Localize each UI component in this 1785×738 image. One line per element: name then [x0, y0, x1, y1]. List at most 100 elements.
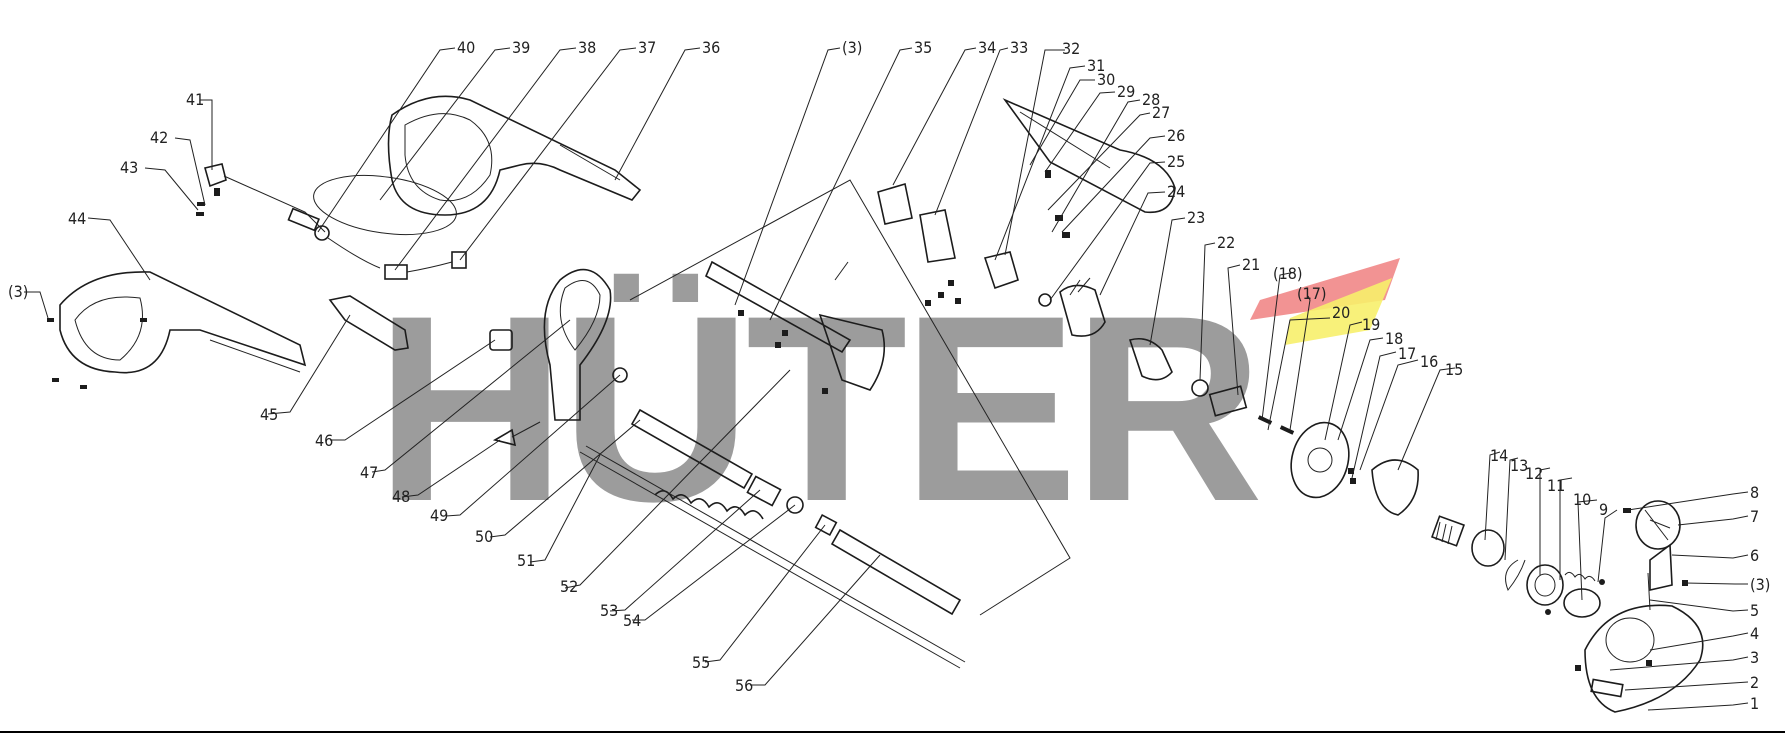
- bracket-6: [1649, 543, 1673, 592]
- armature-23: [1128, 337, 1173, 381]
- callout-18b: (18): [1273, 264, 1303, 283]
- callout-47: 47: [360, 463, 378, 482]
- callout-52: 52: [560, 577, 578, 596]
- callout-17b: (17): [1297, 284, 1327, 303]
- callout-50: 50: [475, 527, 493, 546]
- trigger-plate-38: [313, 175, 457, 235]
- trigger-45: [328, 295, 409, 351]
- callout-8: 8: [1750, 483, 1759, 502]
- blade-2: [1590, 678, 1624, 698]
- callout-44: 44: [68, 209, 86, 228]
- callout-33: 33: [1010, 38, 1028, 57]
- callout-41: 41: [186, 90, 204, 109]
- callout-42: 42: [150, 128, 168, 147]
- callout-22: 22: [1217, 233, 1235, 252]
- washer-54: [786, 496, 804, 514]
- callout-48: 48: [392, 487, 410, 506]
- logo-accent-yellow: [1285, 278, 1392, 345]
- handle-half-36: [387, 95, 642, 216]
- parts-motor-group: [877, 98, 1605, 618]
- bracket-32: [983, 251, 1019, 290]
- callout-24: 24: [1167, 182, 1185, 201]
- tube-assembly-frame: [629, 179, 1071, 616]
- callout-29: 29: [1117, 82, 1135, 101]
- outer-tube-56: [830, 528, 962, 616]
- callout-54: 54: [623, 611, 641, 630]
- upper-tube-35: [704, 260, 852, 354]
- spool-11: [1526, 564, 1564, 606]
- callout-40: 40: [457, 38, 475, 57]
- spring-53: [654, 490, 764, 520]
- bolt-48: [492, 428, 517, 447]
- callout-39: 39: [512, 38, 530, 57]
- callout-56: 56: [735, 676, 753, 695]
- callout-2: 2: [1750, 673, 1759, 692]
- callout-11: 11: [1547, 476, 1565, 495]
- end-plate-19: [1290, 421, 1350, 499]
- callout-13: 13: [1510, 456, 1528, 475]
- callout-labels: 1 2 3 4 5 (3) 6 7 8 9 10 11 12 13 14 15 …: [8, 38, 1770, 713]
- callout-18: 18: [1385, 329, 1403, 348]
- callout-7: 7: [1750, 507, 1759, 526]
- callout-3c: (3): [842, 38, 862, 57]
- callout-9: 9: [1599, 500, 1608, 519]
- brush-holder-21: [1208, 385, 1248, 417]
- callout-19: 19: [1362, 315, 1380, 334]
- callout-25: 25: [1167, 152, 1185, 171]
- bearing-25: [1038, 293, 1052, 307]
- parts-left-group: [47, 95, 642, 389]
- callout-21: 21: [1242, 255, 1260, 274]
- callout-12: 12: [1525, 464, 1543, 483]
- coupling-52: [746, 475, 782, 507]
- callout-6: 6: [1750, 546, 1759, 565]
- callout-23: 23: [1187, 208, 1205, 227]
- ring-13: [1471, 529, 1505, 567]
- logo-accent-shapes: [1250, 258, 1400, 345]
- field-coil-24: [1059, 284, 1106, 337]
- tube-33: [919, 209, 956, 263]
- gear-14: [1430, 515, 1466, 547]
- callout-17: 17: [1398, 344, 1416, 363]
- screws-44: [47, 318, 147, 389]
- callout-14: 14: [1490, 446, 1508, 465]
- nut-49: [612, 367, 628, 383]
- flex-cable-51: [579, 451, 961, 669]
- callout-1: 1: [1750, 694, 1759, 713]
- loop-handle-47: [543, 268, 612, 421]
- callout-31: 31: [1087, 56, 1105, 75]
- callout-4: 4: [1750, 624, 1759, 643]
- housing-half-26: [1002, 98, 1176, 214]
- callout-leaders: [24, 47, 1749, 711]
- callout-30: 30: [1097, 70, 1115, 89]
- spring-10: [1564, 571, 1596, 582]
- inner-tube-50: [630, 408, 754, 490]
- callout-43: 43: [120, 158, 138, 177]
- housing-half-34: [818, 313, 886, 391]
- callout-55: 55: [692, 653, 710, 672]
- callout-32: 32: [1062, 39, 1080, 58]
- callout-3b: (3): [1750, 575, 1770, 594]
- callout-53: 53: [600, 601, 618, 620]
- callout-36: 36: [702, 38, 720, 57]
- cord-sleeve: [287, 207, 320, 232]
- parts-middle-group: [489, 179, 1071, 669]
- plug-41: [204, 163, 227, 188]
- callout-28: 28: [1142, 90, 1160, 109]
- callout-3d: (3): [8, 282, 28, 301]
- callout-3: 3: [1750, 648, 1759, 667]
- logo-accent-red: [1250, 258, 1400, 320]
- callout-37: 37: [638, 38, 656, 57]
- knob-46: [489, 329, 513, 351]
- callout-5: 5: [1750, 601, 1759, 620]
- callout-10: 10: [1573, 490, 1591, 509]
- callout-27: 27: [1152, 103, 1170, 122]
- callout-15: 15: [1445, 360, 1463, 379]
- callout-46: 46: [315, 431, 333, 450]
- callout-16: 16: [1420, 352, 1438, 371]
- callout-38: 38: [578, 38, 596, 57]
- callout-51: 51: [517, 551, 535, 570]
- brand-watermark: HÜTER: [375, 261, 1259, 557]
- callout-49: 49: [430, 506, 448, 525]
